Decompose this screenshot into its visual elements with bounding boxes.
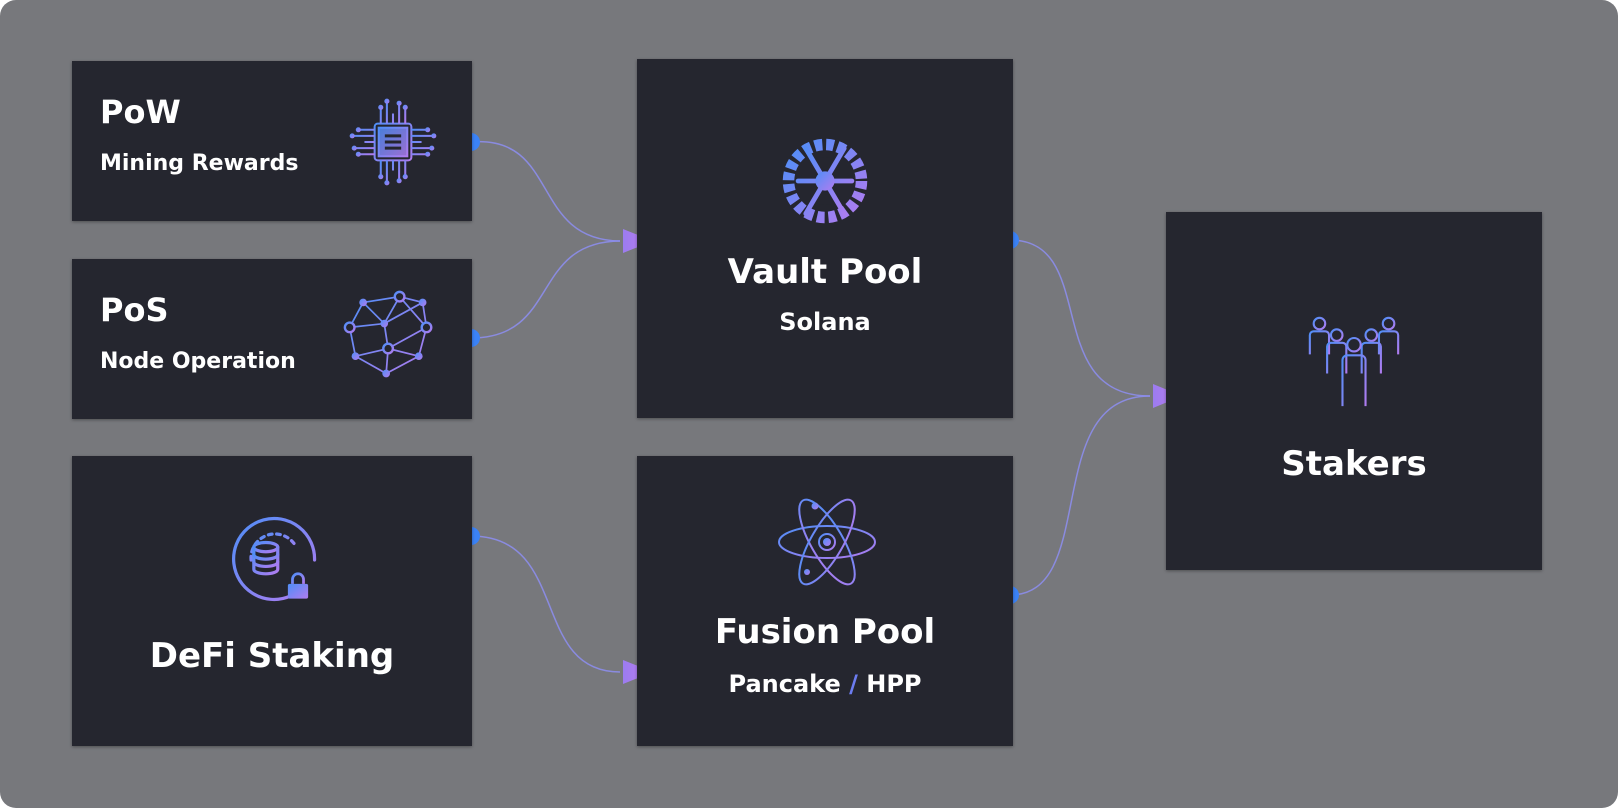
fusion-pool-subtitle-b: HPP	[866, 670, 922, 698]
pos-title: PoS	[100, 291, 169, 329]
edge-defi-to-fusion	[470, 535, 621, 673]
edge-pow-to-vault	[470, 141, 621, 242]
pow-subtitle: Mining Rewards	[100, 151, 299, 176]
cpu-chip-icon	[349, 98, 437, 186]
pos-subtitle: Node Operation	[100, 349, 296, 374]
pos-node: PoS Node Operation	[72, 259, 472, 419]
fusion-pool-title: Fusion Pool	[714, 612, 936, 652]
fusion-pool-subtitle-separator: /	[849, 670, 858, 698]
vault-pool-title: Vault Pool	[727, 252, 923, 292]
stakers-title: Stakers	[1281, 444, 1427, 484]
vault-pool-node: Vault Pool Solana	[637, 59, 1013, 418]
edge-pos-to-vault	[470, 240, 621, 339]
locked-database-icon	[232, 516, 317, 601]
pow-title: PoW	[100, 93, 181, 131]
defi-staking-node: DeFi Staking	[72, 456, 472, 746]
people-group-icon	[1308, 316, 1400, 407]
pow-node: PoW Mining Rewards	[72, 61, 472, 221]
gear-wheel-icon	[782, 138, 868, 224]
vault-pool-subtitle: Solana	[779, 308, 871, 336]
edge-vault-to-stakers	[1009, 239, 1151, 397]
stakers-node: Stakers	[1166, 212, 1542, 570]
fusion-pool-node: Fusion Pool Pancake / HPP	[637, 456, 1013, 746]
atom-icon	[778, 498, 876, 586]
network-nodes-icon	[343, 290, 433, 378]
edge-fusion-to-stakers	[1009, 395, 1151, 596]
fusion-pool-subtitle-a: Pancake	[728, 670, 841, 698]
defi-staking-title: DeFi Staking	[149, 636, 395, 676]
fusion-pool-subtitle: Pancake / HPP	[637, 670, 1013, 698]
